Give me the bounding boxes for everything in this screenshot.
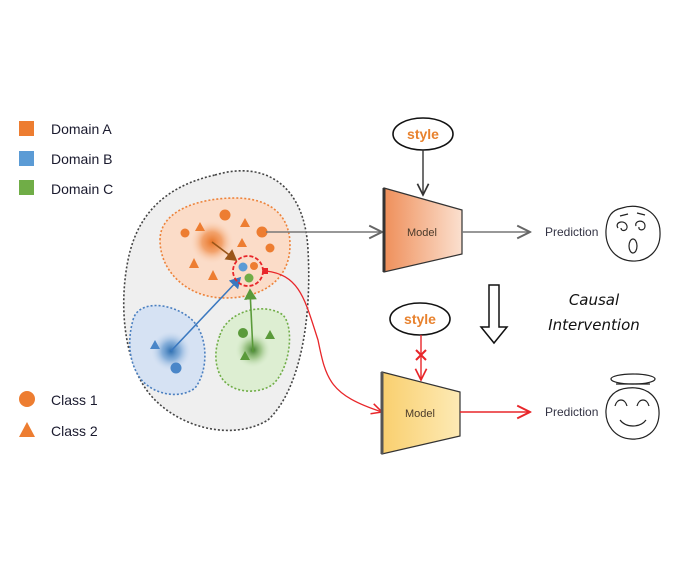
intervention-down-arrow-icon [479, 284, 509, 345]
domain-c-swatch [19, 180, 34, 195]
confused-face-icon [605, 205, 661, 262]
domain-a-shift-arrow [211, 241, 238, 261]
blocked-x-icon [415, 349, 427, 361]
domain-b-shift-arrow [170, 276, 242, 352]
domain-b-swatch [19, 151, 34, 166]
class-1-label: Class 1 [51, 392, 98, 408]
input-arrow-bottom [265, 270, 382, 412]
model-bottom: Model [380, 371, 461, 455]
prediction-label-top: Prediction [545, 225, 598, 239]
prediction-label-bottom: Prediction [545, 405, 598, 419]
causal-intervention-line2: Intervention [548, 316, 640, 334]
model-label-bottom: Model [405, 408, 435, 420]
style-label-top: style [407, 126, 439, 142]
model-top: Model [382, 187, 463, 273]
causal-intervention-line1: Causal [569, 291, 620, 309]
domain-c-label: Domain C [51, 181, 113, 197]
domain-a-label: Domain A [51, 121, 112, 137]
class-1-circle-icon [19, 391, 35, 407]
style-node-bottom: style [389, 302, 451, 336]
domain-c-shift-arrow [244, 288, 257, 353]
class-2-label: Class 2 [51, 423, 98, 439]
legend-classes: Class 1 Class 2 [19, 391, 98, 439]
happy-halo-face-icon [605, 373, 660, 440]
intervened-sample [232, 255, 268, 287]
style-label-bottom: style [404, 311, 436, 327]
style-node-top: style [392, 117, 454, 151]
model-label-top: Model [407, 227, 437, 239]
domain-b-label: Domain B [51, 151, 112, 167]
domain-a-cluster [159, 197, 291, 299]
domain-a-swatch [19, 121, 34, 136]
legend-domains: Domain A Domain B Domain C [19, 121, 113, 197]
class-2-triangle-icon [19, 422, 35, 437]
